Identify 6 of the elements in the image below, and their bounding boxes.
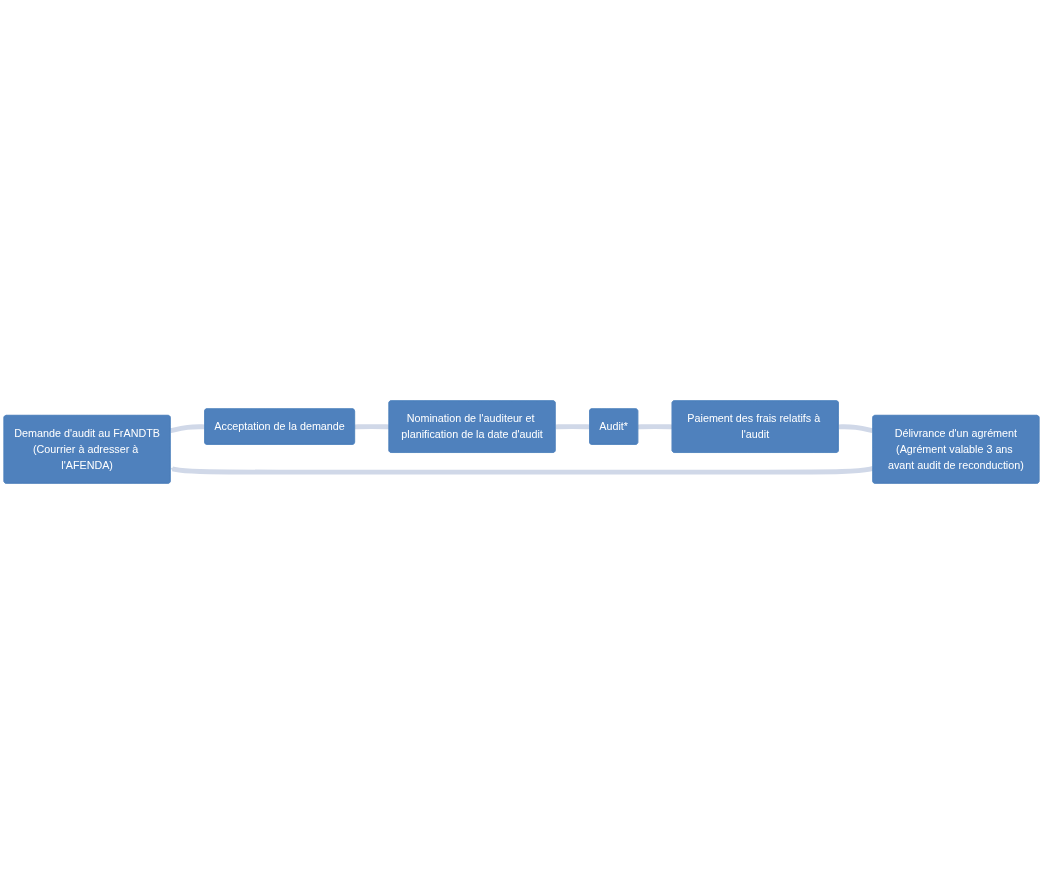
connector — [354, 424, 390, 430]
connector — [169, 424, 205, 434]
connector — [838, 424, 874, 434]
arrow — [170, 466, 874, 475]
connector — [638, 424, 673, 430]
connector — [555, 424, 590, 430]
